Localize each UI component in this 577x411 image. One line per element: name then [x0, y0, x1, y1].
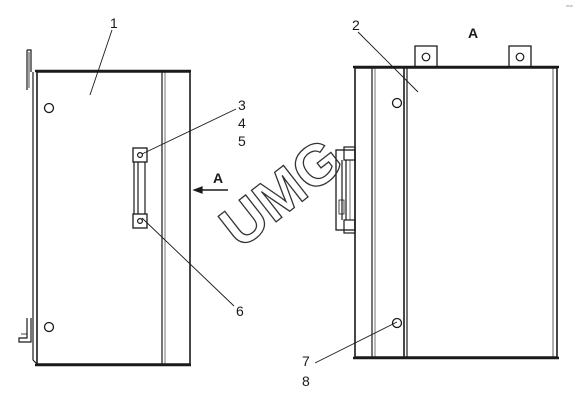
right-side-handle	[335, 146, 356, 234]
view-a-title: A	[468, 25, 478, 41]
umg-watermark: UMG	[208, 126, 355, 261]
leader-1	[89, 29, 113, 96]
right-screw-bottom	[391, 317, 403, 329]
left-handle	[132, 147, 148, 229]
corner-mark: ==	[566, 4, 574, 10]
leader-6	[141, 217, 235, 307]
left-screw-bottom	[43, 321, 55, 333]
right-body-outline	[354, 67, 558, 358]
top-tab-left	[414, 45, 438, 66]
callout-5: 5	[238, 133, 246, 149]
left-view-front	[18, 29, 237, 367]
left-bottom-bracket	[18, 318, 32, 343]
right-screw-top	[391, 97, 403, 109]
leader-3-4-5	[141, 108, 237, 155]
callout-6: 6	[236, 303, 244, 319]
callout-8: 8	[302, 373, 310, 389]
left-body-outline	[36, 71, 191, 365]
leader-2	[357, 31, 419, 93]
callout-4: 4	[238, 115, 246, 131]
callout-2: 2	[352, 17, 360, 33]
callout-3: 3	[238, 97, 246, 113]
callout-1: 1	[110, 15, 118, 31]
view-arrow	[192, 186, 228, 194]
view-arrow-label: A	[213, 170, 223, 186]
left-screw-top	[43, 102, 55, 114]
right-view-a	[314, 31, 559, 364]
left-mounting-flange	[26, 49, 32, 90]
leader-7-8	[314, 321, 398, 364]
top-tab-right	[508, 45, 532, 66]
callout-7: 7	[302, 353, 310, 369]
